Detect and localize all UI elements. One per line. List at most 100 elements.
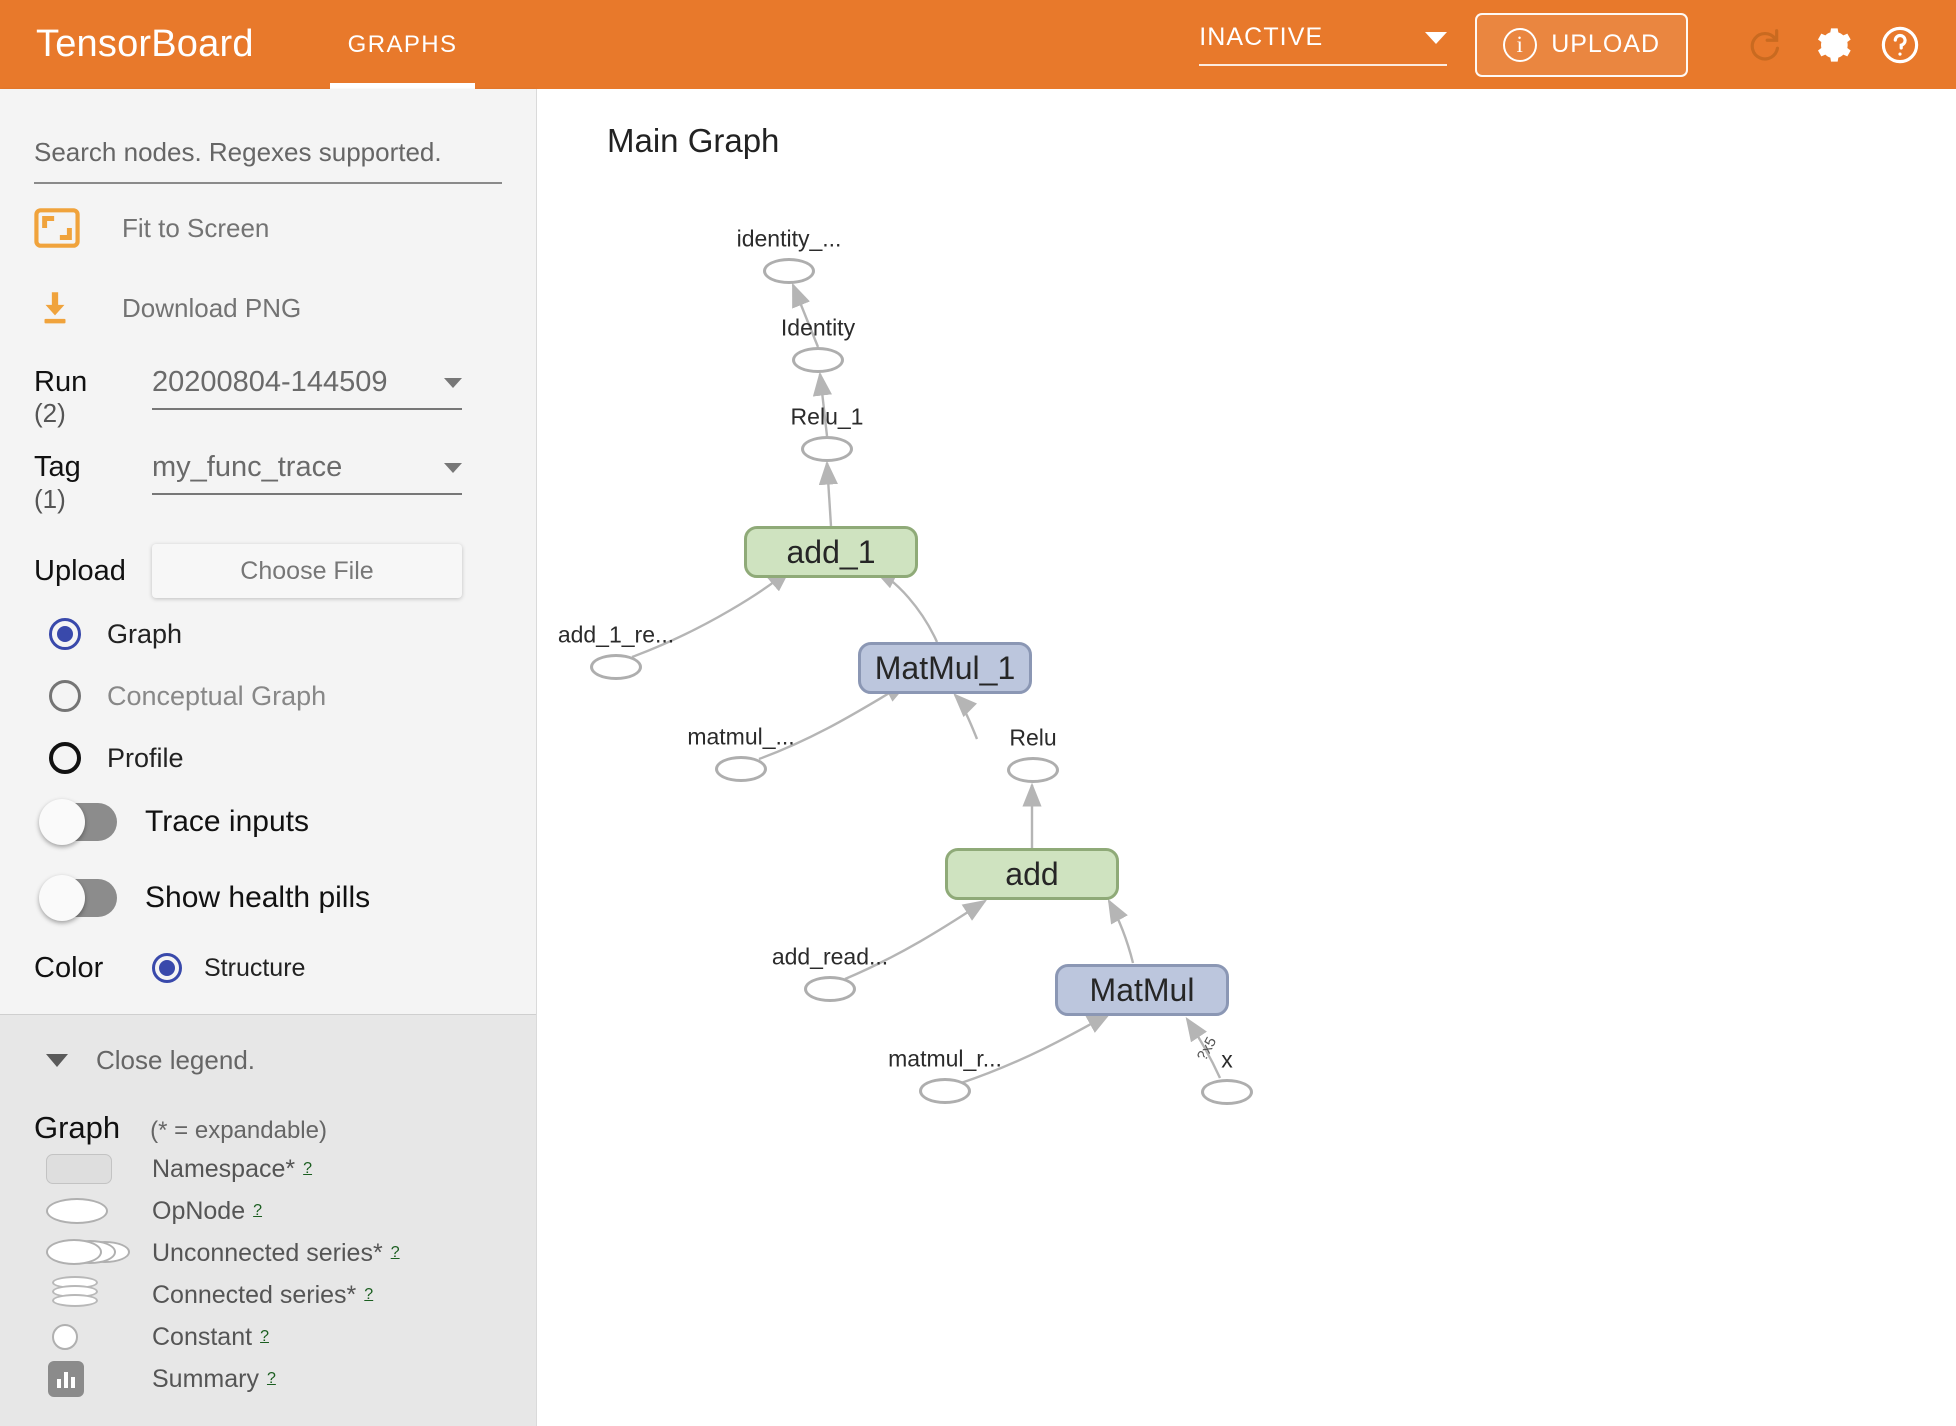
- upload-button[interactable]: i UPLOAD: [1475, 12, 1688, 77]
- radio-structure-icon[interactable]: [152, 953, 182, 984]
- trace-inputs-label: Trace inputs: [145, 805, 309, 839]
- graph-node-identity[interactable]: [792, 347, 844, 373]
- help-link-connected-series[interactable]: ?: [364, 1286, 374, 1304]
- upload-row: Upload Choose File: [34, 544, 502, 599]
- close-legend-button[interactable]: Close legend.: [34, 1045, 502, 1076]
- graph-node-label-x: x: [1221, 1046, 1233, 1073]
- legend-label-connected-series: Connected series*: [152, 1280, 357, 1309]
- color-option-structure: Structure: [204, 953, 306, 982]
- graph-node-label-identity-1: identity_...: [736, 225, 842, 252]
- radio-profile-icon: [49, 742, 81, 775]
- choose-file-button[interactable]: Choose File: [152, 544, 462, 599]
- legend-label-unconnected-series: Unconnected series*: [152, 1238, 383, 1267]
- graph-node-label-add-1-read: add_1_re...: [557, 621, 675, 648]
- fit-to-screen-button[interactable]: Fit to Screen: [34, 192, 502, 264]
- sidebar-divider: [0, 1014, 536, 1016]
- graph-node-label-relu: Relu: [1009, 724, 1057, 751]
- graph-type-label-profile: Profile: [107, 742, 184, 773]
- help-link-unconnected-series[interactable]: ?: [390, 1244, 400, 1262]
- tag-row: Tag (1) my_func_trace: [34, 451, 502, 514]
- legend-item-constant: Constant ?: [34, 1318, 502, 1356]
- info-icon: i: [1503, 27, 1538, 62]
- sidebar: Fit to Screen Download PNG Run (2) 20200…: [0, 89, 537, 1426]
- legend-item-summary: Summary ?: [34, 1360, 502, 1398]
- top-bar-right: INACTIVE i UPLOAD: [1199, 0, 1956, 89]
- run-label-wrap: Run (2): [34, 366, 152, 429]
- close-legend-label: Close legend.: [96, 1045, 255, 1076]
- download-png-label: Download PNG: [122, 292, 302, 323]
- trace-inputs-toggle[interactable]: Trace inputs: [34, 784, 502, 860]
- run-state-dropdown[interactable]: INACTIVE: [1199, 23, 1448, 66]
- graph-node-relu[interactable]: [1007, 757, 1059, 783]
- radio-conceptual-graph-icon: [49, 680, 81, 713]
- chevron-down-icon: [444, 377, 462, 388]
- legend-label-namespace: Namespace*: [152, 1154, 296, 1183]
- namespace-symbol-icon: [34, 1154, 152, 1185]
- graph-node-matmul-read-1[interactable]: [715, 756, 767, 782]
- top-app-bar: TensorBoard GRAPHS INACTIVE i UPLOAD: [0, 0, 1956, 89]
- legend-item-opnode: OpNode ?: [34, 1192, 502, 1230]
- tag-value: my_func_trace: [152, 451, 343, 484]
- graph-node-x[interactable]: [1201, 1079, 1253, 1105]
- legend-title: Graph: [34, 1110, 121, 1146]
- page-title: Main Graph: [607, 122, 780, 159]
- tag-count: (1): [34, 483, 66, 514]
- download-icon: [34, 287, 96, 329]
- graph-node-label-relu-1: Relu_1: [790, 403, 864, 430]
- connected-series-symbol-icon: [34, 1276, 152, 1314]
- graph-type-option-graph[interactable]: Graph: [34, 608, 502, 660]
- graph-node-matmul[interactable]: MatMul: [1055, 964, 1229, 1016]
- toggle-switch-icon: [39, 799, 117, 846]
- app-brand: TensorBoard: [36, 23, 254, 65]
- fit-to-screen-label: Fit to Screen: [122, 212, 270, 243]
- tag-dropdown[interactable]: my_func_trace: [152, 451, 462, 496]
- summary-symbol-icon: [34, 1361, 152, 1398]
- help-link-opnode[interactable]: ?: [253, 1202, 263, 1220]
- tag-label-wrap: Tag (1): [34, 451, 152, 514]
- legend-item-connected-series: Connected series* ?: [34, 1276, 502, 1314]
- legend-label-opnode: OpNode: [152, 1196, 246, 1225]
- run-row: Run (2) 20200804-144509: [34, 366, 502, 429]
- graph-type-option-profile[interactable]: Profile: [34, 732, 502, 784]
- run-state-value: INACTIVE: [1199, 23, 1324, 51]
- search-input[interactable]: [34, 137, 502, 184]
- graph-node-identity-1[interactable]: [763, 258, 815, 284]
- help-link-constant[interactable]: ?: [260, 1328, 269, 1346]
- upload-button-label: UPLOAD: [1551, 30, 1660, 58]
- run-dropdown[interactable]: 20200804-144509: [152, 366, 462, 410]
- search-row: [34, 89, 502, 184]
- graph-canvas[interactable]: Main Graph identity_... Identity Relu_1 …: [537, 89, 1956, 1426]
- chevron-down-icon: [46, 1054, 68, 1068]
- graph-node-label-add-read: add_read...: [771, 943, 889, 970]
- graph-node-matmul-read[interactable]: [919, 1078, 971, 1104]
- tab-graphs[interactable]: GRAPHS: [329, 0, 476, 89]
- download-png-button[interactable]: Download PNG: [34, 272, 502, 344]
- graph-node-matmul-1[interactable]: MatMul_1: [858, 642, 1032, 694]
- color-row: Color Structure: [34, 936, 502, 1000]
- chevron-down-icon: [444, 462, 462, 473]
- graph-node-add[interactable]: add: [945, 848, 1119, 900]
- show-health-pills-toggle[interactable]: Show health pills: [34, 860, 502, 936]
- legend-note: (* = expandable): [150, 1117, 327, 1145]
- help-icon[interactable]: [1874, 19, 1926, 71]
- graph-node-add-read[interactable]: [804, 976, 856, 1002]
- graph-node-relu-1[interactable]: [801, 436, 853, 462]
- help-link-namespace[interactable]: ?: [303, 1160, 313, 1178]
- sidebar-controls: Fit to Screen Download PNG Run (2) 20200…: [0, 89, 536, 1000]
- fit-to-screen-icon: [34, 208, 96, 248]
- run-label: Run: [34, 366, 88, 398]
- legend-header: Graph (* = expandable): [34, 1110, 502, 1146]
- help-link-summary[interactable]: ?: [266, 1370, 276, 1388]
- graph-node-add-1[interactable]: add_1: [744, 526, 918, 578]
- graph-type-label-conceptual-graph: Conceptual Graph: [107, 680, 327, 711]
- upload-label: Upload: [34, 554, 126, 587]
- reload-icon[interactable]: [1738, 19, 1790, 71]
- color-label: Color: [34, 951, 104, 984]
- legend-item-namespace: Namespace* ?: [34, 1150, 502, 1188]
- show-health-pills-label: Show health pills: [145, 881, 371, 915]
- graph-type-option-conceptual-graph[interactable]: Conceptual Graph: [34, 670, 502, 722]
- gear-icon[interactable]: [1806, 19, 1858, 71]
- graph-node-label-identity: Identity: [780, 314, 856, 341]
- graph-node-add-1-read[interactable]: [590, 654, 642, 680]
- graph-node-label-matmul-read: matmul_r...: [888, 1045, 1002, 1072]
